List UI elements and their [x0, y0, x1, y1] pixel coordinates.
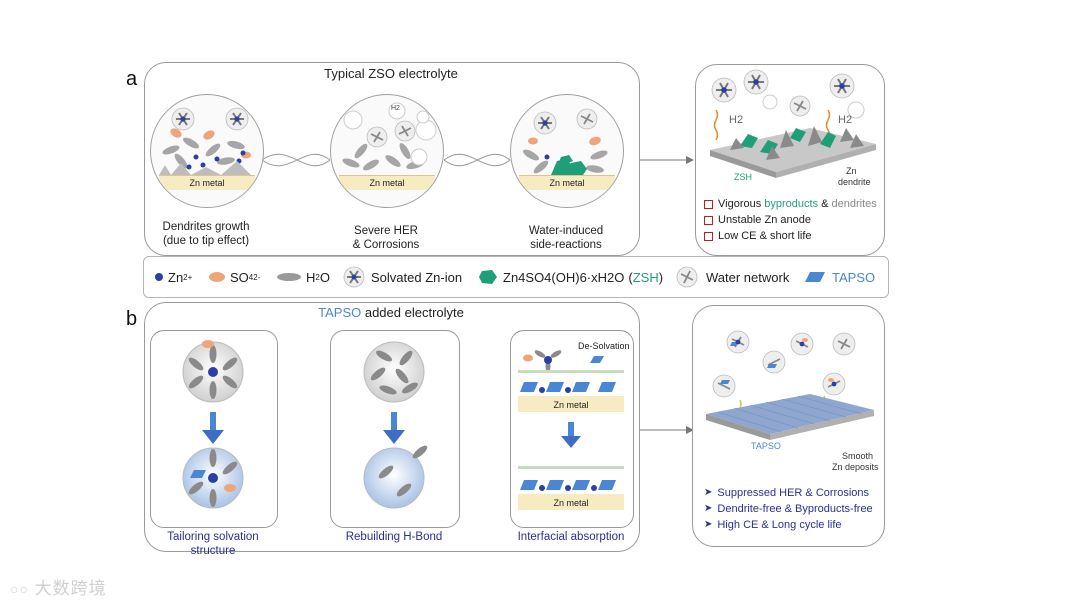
- legend-h2o-tail: O: [319, 269, 330, 285]
- arrowhead-bullet-icon: ➤: [704, 503, 713, 514]
- byproducts-word: byproducts: [764, 198, 819, 210]
- legend-zsh: Zn4SO4(OH)6·xH2O (ZSH): [478, 257, 663, 297]
- legend-h2o-text: H: [306, 269, 316, 285]
- h-bond-label: Rebuilding H-Bond: [345, 531, 443, 543]
- legend-h2o-sub: 2: [315, 272, 320, 282]
- zn-dendrite-label-2: dendrite: [838, 177, 871, 187]
- side-reaction-label-1: Water-induced: [528, 225, 604, 237]
- side-reaction-label-2: side-reactions: [530, 239, 602, 251]
- zn-metal-top-label: Zn metal: [553, 400, 589, 410]
- result-b-item-1: ➤ Dendrite-free & Byproducts-free: [704, 501, 873, 517]
- legend-water-network-text: Water network: [706, 269, 790, 285]
- water-network-icon: [676, 266, 698, 288]
- legend-zsh-formula: Zn4SO4(OH)6·xH2O: [503, 269, 625, 285]
- result-b-text-1: Dendrite-free & Byproducts-free: [717, 503, 873, 515]
- solvation-structure-illustration: [182, 340, 244, 509]
- panel-b-letter: b: [126, 308, 138, 330]
- result-b-text-2: High CE & Long cycle life: [717, 519, 842, 531]
- smooth-deposit-illustration: [706, 330, 874, 440]
- zn-metal-bar-3: Zn metal: [519, 175, 615, 190]
- result-b-list: ➤ Suppressed HER & Corrosions ➤ Dendrite-f…: [704, 485, 873, 533]
- zn-metal-bottom-label: Zn metal: [553, 498, 589, 508]
- smooth-deposits-label-2: Zn deposits: [832, 462, 879, 472]
- h2-bubble-label: H2: [391, 105, 400, 112]
- legend-tapso: TAPSO: [804, 257, 875, 297]
- legend-water-network: Water network: [676, 257, 789, 297]
- legend-tapso-text: TAPSO: [832, 269, 876, 285]
- interfacial-absorption-illustration: [518, 350, 624, 510]
- result-b-text-0: Suppressed HER & Corrosions: [717, 487, 870, 499]
- zn-dendrite-label-1: Zn: [846, 166, 857, 176]
- legend-so4-sup: 2-: [253, 272, 261, 282]
- her-corrosion-illustration: [342, 102, 437, 171]
- interfacial-absorption-label: Interfacial absorption: [517, 531, 625, 543]
- byproducts-pre: Vigorous: [718, 198, 765, 210]
- legend-zsh-abbr: ZSH: [632, 269, 659, 285]
- bullet-square-icon: [704, 199, 713, 209]
- legend-solvated: Solvated Zn-ion: [343, 257, 462, 297]
- dendrite-growth-circle: Zn metal: [150, 94, 264, 208]
- bullet-square-icon: [704, 215, 713, 225]
- result-b-item-2: ➤ High CE & Long cycle life: [704, 517, 873, 533]
- result-a-list: Vigorous byproducts & dendrites Unstable…: [704, 196, 877, 244]
- her-corrosion-label-1: Severe HER: [354, 225, 418, 237]
- her-corrosion-label-2: & Corrosions: [352, 239, 420, 251]
- byproducts-and: &: [818, 198, 832, 210]
- side-reaction-circle: Zn metal: [510, 94, 624, 208]
- legend-zn-text: Zn: [168, 269, 184, 285]
- smooth-deposits-label-1: Smooth: [842, 451, 874, 461]
- dendrite-growth-illustration: [159, 107, 251, 175]
- unstable-anode-text: Unstable Zn anode: [718, 214, 811, 226]
- result-b-tapso-label: TAPSO: [751, 441, 781, 451]
- tapso-parallelogram-icon: [805, 272, 825, 282]
- legend-solvated-text: Solvated Zn-ion: [371, 269, 463, 285]
- solvation-structure-label: Tailoring solvation structure: [167, 531, 259, 557]
- arrowhead-bullet-icon: ➤: [704, 487, 713, 498]
- dendrite-growth-label-2: (due to tip effect): [162, 235, 250, 247]
- legend-so4-text: SO: [230, 269, 249, 285]
- result-a-h2-right: H2: [838, 114, 853, 126]
- her-corrosion-circle: H2 Zn metal: [330, 94, 444, 208]
- result-b-item-0: ➤ Suppressed HER & Corrosions: [704, 485, 873, 501]
- dendrite-growth-label-1: Dendrites growth: [162, 221, 250, 233]
- result-a-h2-left: H2: [729, 114, 744, 126]
- legend-bar: [143, 256, 889, 298]
- legend-zn-sup: 2+: [183, 272, 193, 282]
- zn-metal-bar-2: Zn metal: [339, 175, 435, 190]
- panel-a-letter: a: [126, 68, 138, 90]
- side-reaction-illustration: [523, 108, 608, 175]
- low-ce-text: Low CE & short life: [718, 230, 812, 242]
- solvated-zn-icon: [343, 266, 365, 288]
- result-a-item-byproducts: Vigorous byproducts & dendrites: [704, 196, 877, 212]
- result-a-item-unstable: Unstable Zn anode: [704, 212, 877, 228]
- dendrites-word: dendrites: [831, 198, 877, 210]
- panel-a-title: Typical ZSO electrolyte: [324, 66, 458, 81]
- panel-b-title-rest: added electrolyte: [361, 305, 464, 320]
- h2o-ellipse-icon: [277, 273, 301, 281]
- dendrite-surface-illustration: [710, 69, 876, 178]
- zn-metal-bar-1: Zn metal: [159, 175, 255, 190]
- panel-b-title-tapso: TAPSO: [318, 305, 362, 320]
- watermark-text: 大数跨境: [34, 579, 107, 598]
- bullet-square-icon: [704, 231, 713, 241]
- h-bond-illustration: [363, 341, 428, 509]
- result-a-item-low-ce: Low CE & short life: [704, 228, 877, 244]
- watermark-logo-icon: ○○: [10, 581, 29, 597]
- panel-b-title: TAPSO added electrolyte: [144, 305, 638, 320]
- so4-ellipse-icon: [209, 272, 225, 282]
- zsh-hexagon-icon: [479, 270, 497, 284]
- de-solvation-label: De-Solvation: [578, 341, 630, 351]
- arrowhead-bullet-icon: ➤: [704, 519, 713, 530]
- watermark: ○○ 大数跨境: [10, 574, 107, 599]
- legend-so4-sub: 4: [248, 272, 254, 282]
- zn-ion-dot-icon: [155, 273, 163, 281]
- zsh-label: ZSH: [734, 172, 752, 182]
